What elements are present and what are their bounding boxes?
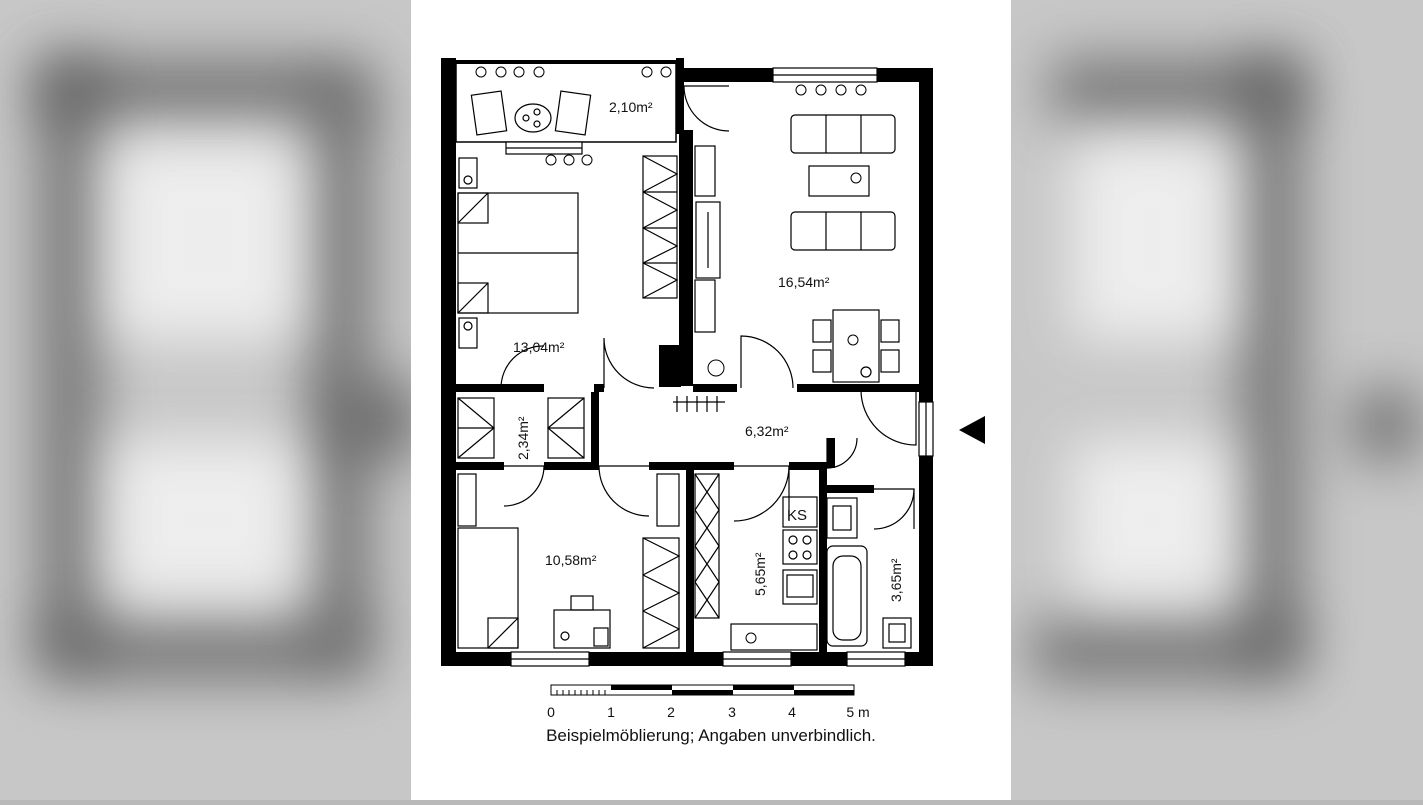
furniture (457, 90, 912, 651)
plants (475, 66, 867, 644)
scale-bar: 0 1 2 3 4 5 m (547, 684, 870, 720)
left-blurred-backdrop (0, 0, 411, 800)
disclaimer-note: Beispielmöblierung; Angaben unverbindlic… (546, 726, 876, 745)
room-area-bedroom: 13,04m² (513, 339, 565, 355)
scale-label-3: 3 (728, 704, 736, 720)
windows (505, 67, 934, 667)
room-area-storage: 2,34m² (515, 416, 531, 460)
room-area-living: 16,54m² (778, 274, 830, 290)
right-blurred-backdrop (1011, 0, 1423, 800)
room-area-child-room: 10,58m² (545, 552, 597, 568)
fridge-label: KS (787, 507, 807, 524)
room-area-hall: 6,32m² (745, 423, 789, 439)
interior-walls (456, 384, 919, 652)
floor-plan-sheet: 2,10m² 13,04m² 16,54m² 6,32m² 10,58m² 2,… (411, 0, 1011, 800)
scale-label-2: 2 (667, 704, 675, 720)
doors (500, 85, 917, 530)
room-area-bath: 3,65m² (888, 558, 904, 602)
floor-plan: 2,10m² 13,04m² 16,54m² 6,32m² 10,58m² 2,… (441, 58, 985, 745)
radiator (673, 396, 725, 412)
room-area-balcony: 2,10m² (609, 99, 653, 115)
scale-label-5: 5 m (846, 704, 869, 720)
room-area-kitchen: 5,65m² (752, 552, 768, 596)
scale-label-4: 4 (788, 704, 796, 720)
scale-label-0: 0 (547, 704, 555, 720)
entrance-arrow-icon (959, 416, 985, 444)
scale-label-1: 1 (607, 704, 615, 720)
